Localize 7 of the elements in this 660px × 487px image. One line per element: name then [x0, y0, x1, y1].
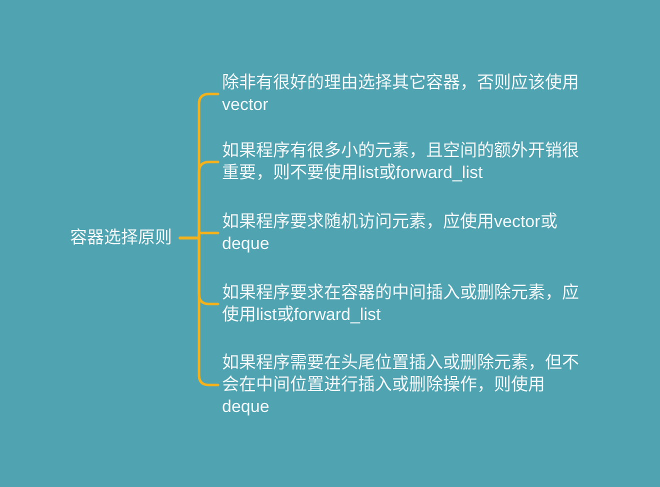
subtopic-text: 除非有很好的理由选择其它容器，否则应该使用vector: [218, 72, 586, 116]
branch-line: [178, 236, 220, 386]
central-topic: 容器选择原则: [70, 227, 180, 249]
subtopic-text: 如果程序要求在容器的中间插入或删除元素，应使用list或forward_list: [218, 282, 586, 326]
subtopic-text: 如果程序要求随机访问元素，应使用vector或deque: [218, 211, 586, 255]
subtopic-text: 如果程序需要在头尾位置插入或删除元素，但不会在中间位置进行插入或删除操作，则使用deque: [218, 352, 586, 418]
subtopic-text: 如果程序有很多小的元素，且空间的额外开销很重要，则不要使用list或forward_list: [218, 140, 586, 184]
